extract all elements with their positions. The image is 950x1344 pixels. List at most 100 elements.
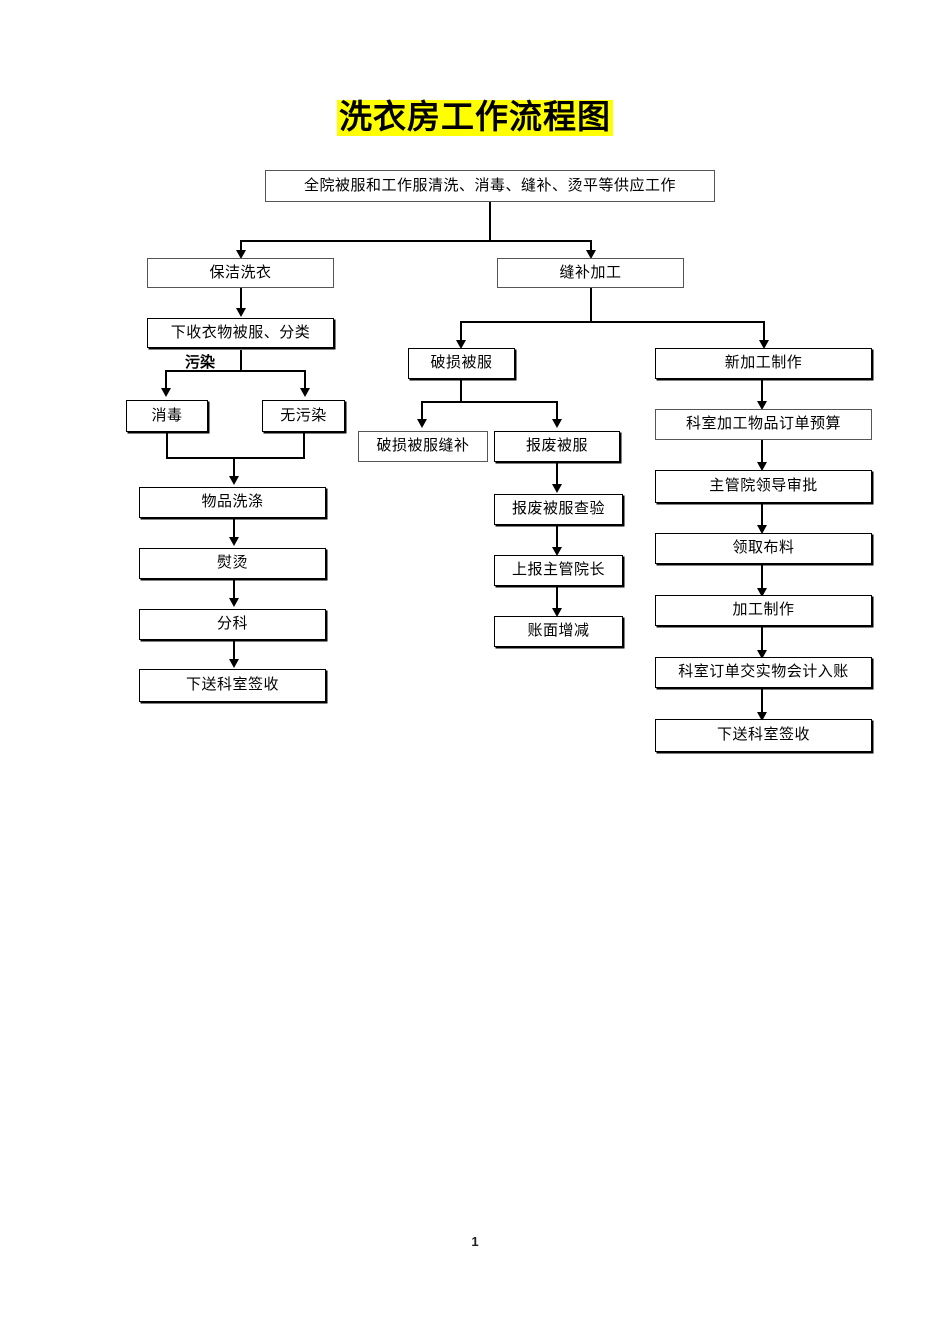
node-leader-approval: 主管院领导审批 [655, 470, 872, 503]
arrow-scrapped-to-inspect [552, 484, 562, 493]
arrow-wash-to-iron [229, 537, 239, 546]
node-new-making: 新加工制作 [655, 348, 872, 379]
edge-wash-to-iron [233, 518, 235, 540]
edge-damaged-to-scrapped [556, 401, 558, 421]
node-scrapped-label: 报废被服 [525, 438, 588, 455]
edge-root-stem [489, 202, 491, 242]
node-mending-label: 缝补加工 [559, 264, 622, 281]
node-order-accounting: 科室订单交实物会计入账 [655, 657, 872, 688]
arrow-merge-to-wash [229, 476, 239, 485]
edge-scrapped-to-inspect [556, 462, 558, 486]
arrow-damaged-to-mend [417, 419, 427, 428]
node-new-making-label: 新加工制作 [724, 355, 803, 372]
arrow-collect-to-disinfect [161, 388, 171, 397]
edge-damaged-to-mend [421, 401, 423, 421]
node-processing-label: 加工制作 [732, 602, 795, 619]
edge-merge-to-wash [233, 457, 235, 479]
page-title: 洗衣房工作流程图 [0, 96, 950, 140]
node-cleaning: 保洁洗衣 [147, 258, 334, 288]
arrow-inspect-to-report [552, 547, 562, 556]
edge-sort-to-deliver [233, 640, 235, 662]
edge-root-to-cleaning [240, 240, 242, 253]
node-damaged: 破损被服 [408, 348, 515, 379]
node-washing-label: 物品洗涤 [201, 494, 264, 511]
arrow-accounting-to-deliver [757, 712, 767, 721]
arrow-processing-to-accounting [757, 650, 767, 659]
arrow-report-to-ledger [552, 608, 562, 617]
node-washing: 物品洗涤 [139, 487, 326, 518]
node-deliver-sign-right-label: 下送科室签收 [716, 727, 810, 744]
node-get-fabric-label: 领取布料 [732, 540, 795, 557]
arrow-mending-to-newmaking [759, 340, 769, 349]
node-get-fabric: 领取布料 [655, 533, 872, 564]
edge-cleaning-to-collect [240, 288, 242, 310]
node-damaged-mend-label: 破损被服缝补 [376, 438, 470, 455]
arrow-root-to-cleaning [236, 250, 246, 259]
node-ledger-adjust-label: 账面增减 [527, 623, 590, 640]
edge-collect-to-disinfect [165, 370, 167, 390]
node-scrapped-inspect-label: 报废被服查验 [511, 501, 605, 518]
node-cleaning-label: 保洁洗衣 [209, 264, 272, 281]
node-collect: 下收衣物被服、分类 [147, 318, 334, 348]
node-leader-approval-label: 主管院领导审批 [709, 478, 818, 495]
node-report-director-label: 上报主管院长 [511, 562, 605, 579]
edge-mending-to-damaged [460, 321, 462, 343]
edge-mending-split [460, 321, 765, 323]
node-root-label: 全院被服和工作服清洗、消毒、缝补、烫平等供应工作 [303, 177, 676, 194]
edge-disinfect-down [166, 432, 168, 459]
edge-damaged-stem [460, 379, 462, 403]
edge-mending-stem [590, 288, 592, 323]
page-number: 1 [471, 1234, 479, 1249]
edge-label-contaminated: 污染 [185, 354, 216, 371]
node-report-director: 上报主管院长 [494, 555, 623, 586]
node-deliver-sign: 下送科室签收 [139, 669, 326, 702]
arrow-root-to-mending [586, 250, 596, 259]
edge-root-split [240, 240, 592, 242]
node-no-contamination: 无污染 [262, 400, 345, 432]
node-scrapped-inspect: 报废被服查验 [494, 494, 623, 525]
edge-fabric-to-processing [761, 564, 763, 591]
node-sorting-label: 分科 [216, 616, 248, 633]
edge-collect-to-nocontam [304, 370, 306, 390]
node-scrapped: 报废被服 [494, 431, 620, 462]
edge-approval-to-fabric [761, 503, 763, 527]
page-title-text: 洗衣房工作流程图 [337, 100, 613, 136]
node-no-contamination-label: 无污染 [280, 407, 327, 424]
edge-collect-split [165, 370, 306, 372]
edge-inspect-to-report [556, 525, 558, 549]
arrow-collect-to-nocontam [300, 388, 310, 397]
edge-iron-to-sort [233, 579, 235, 601]
arrow-damaged-to-scrapped [552, 419, 562, 428]
edge-mending-to-newmaking [763, 321, 765, 343]
node-mending: 缝补加工 [497, 258, 684, 288]
edge-collect-stem [240, 350, 242, 372]
node-ironing: 熨烫 [139, 548, 326, 579]
node-deliver-sign-label: 下送科室签收 [185, 677, 279, 694]
node-order-accounting-label: 科室订单交实物会计入账 [678, 664, 849, 681]
node-root: 全院被服和工作服清洗、消毒、缝补、烫平等供应工作 [265, 170, 715, 202]
node-damaged-mend: 破损被服缝补 [358, 431, 488, 462]
node-dept-order-budget-label: 科室加工物品订单预算 [685, 416, 841, 433]
edge-newmaking-to-budget [761, 379, 763, 403]
node-disinfect: 消毒 [126, 400, 208, 432]
arrow-mending-to-damaged [456, 340, 466, 349]
node-deliver-sign-right: 下送科室签收 [655, 719, 872, 752]
edge-merge-wash [166, 457, 305, 459]
node-disinfect-label: 消毒 [151, 407, 183, 424]
arrow-budget-to-approval [757, 462, 767, 471]
arrow-cleaning-to-collect [236, 308, 246, 317]
edge-damaged-split [421, 401, 558, 403]
edge-budget-to-approval [761, 440, 763, 464]
edge-nocontam-down [303, 432, 305, 459]
node-dept-order-budget: 科室加工物品订单预算 [655, 409, 872, 440]
edge-report-to-ledger [556, 586, 558, 610]
node-ledger-adjust: 账面增减 [494, 616, 623, 647]
node-damaged-label: 破损被服 [430, 355, 493, 372]
node-ironing-label: 熨烫 [216, 555, 248, 572]
edge-processing-to-accounting [761, 626, 763, 652]
arrow-sort-to-deliver [229, 659, 239, 668]
edge-root-to-mending [590, 240, 592, 253]
node-collect-label: 下收衣物被服、分类 [170, 324, 311, 341]
arrow-approval-to-fabric [757, 525, 767, 534]
